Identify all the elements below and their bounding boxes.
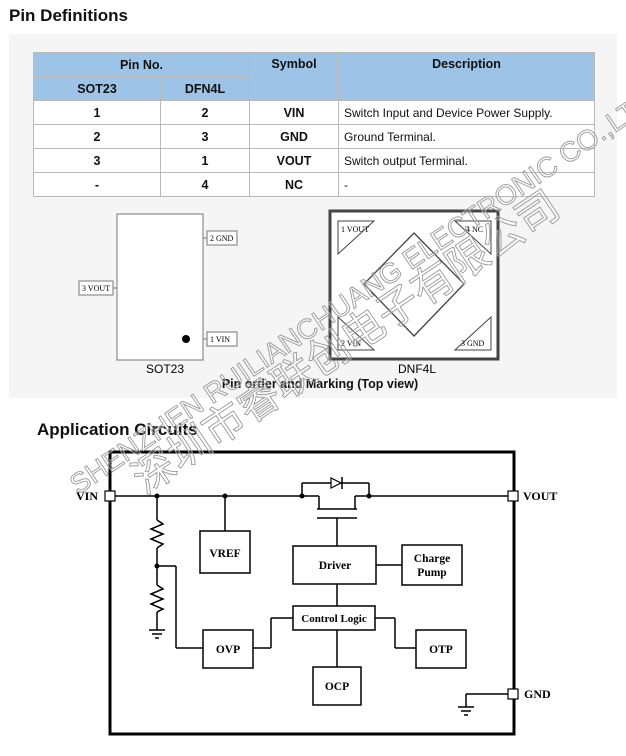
cell-symbol: GND	[249, 124, 339, 149]
vref-label: VREF	[209, 548, 240, 560]
block-diagram: VIN VOUT GND VREF Driver Charge Pump Con…	[76, 450, 557, 736]
dfn-corner-1	[337, 220, 376, 256]
dfn-pad	[363, 232, 465, 337]
dfn-corner-4	[453, 220, 492, 256]
vout-label: VOUT	[523, 489, 557, 503]
pin-definitions-title: Pin Definitions	[9, 6, 128, 25]
cell-description: -	[338, 172, 595, 197]
application-circuits-title: Application Circuits	[37, 420, 198, 439]
table-row: - 4 NC -	[33, 172, 595, 197]
cell-dfn4l: 4	[160, 172, 250, 197]
cell-sot23: -	[33, 172, 161, 197]
charge-pump-block	[401, 544, 463, 586]
driver-block	[292, 545, 377, 585]
control-logic-block	[292, 605, 376, 631]
cell-dfn4l: 2	[160, 100, 250, 125]
driver-label: Driver	[319, 560, 352, 572]
ocp-block	[312, 666, 362, 706]
vref-block	[199, 530, 251, 574]
dfn-pin1-label: 1 VOUT	[341, 225, 369, 234]
package-drawings: 2 GND 1 VIN 3 VOUT SOT23 1 VOUT 4 NC 2 V…	[78, 209, 500, 376]
vin-label: VIN	[76, 489, 98, 503]
sot23-pin2	[206, 230, 238, 246]
cell-symbol: VOUT	[249, 148, 339, 173]
ocp-label: OCP	[325, 681, 349, 693]
ovp-block	[202, 629, 254, 669]
sot23-pin1	[206, 331, 238, 347]
table-row: 3 1 VOUT Switch output Terminal.	[33, 148, 595, 173]
dfn-corner-3	[453, 315, 492, 351]
sot23-name: SOT23	[146, 362, 184, 376]
charge-pump-label-1: Charge	[414, 553, 450, 565]
cell-description: Switch Input and Device Power Supply.	[338, 100, 595, 125]
cell-description: Ground Terminal.	[338, 124, 595, 149]
sot23-pin2-label: 2 GND	[210, 234, 234, 243]
cell-sot23: 3	[33, 148, 161, 173]
cell-symbol: VIN	[249, 100, 339, 125]
control-logic-label: Control Logic	[301, 613, 367, 625]
otp-label: OTP	[429, 644, 453, 656]
cell-sot23: 2	[33, 124, 161, 149]
table-row: 1 2 VIN Switch Input and Device Power Su…	[33, 100, 595, 125]
header-sot23: SOT23	[33, 76, 161, 101]
cell-dfn4l: 1	[160, 148, 250, 173]
otp-block	[415, 629, 467, 669]
dfn-corner-2	[337, 315, 376, 351]
cell-dfn4l: 3	[160, 124, 250, 149]
gnd-pin	[507, 688, 519, 700]
package-caption: Pin order and Marking (Top view)	[221, 377, 419, 391]
dfn-name: DNF4L	[398, 362, 436, 376]
table-row: 2 3 GND Ground Terminal.	[33, 124, 595, 149]
vin-pin	[104, 490, 116, 502]
dfn-pin2-label: 2 VIN	[341, 339, 361, 348]
sot23-pin1-label: 1 VIN	[210, 335, 230, 344]
cell-symbol: NC	[249, 172, 339, 197]
header-dfn4l: DFN4L	[160, 76, 250, 101]
cell-description: Switch output Terminal.	[338, 148, 595, 173]
sot23-pin3	[78, 280, 114, 296]
gnd-label: GND	[524, 687, 551, 701]
pin1-dot-icon	[182, 335, 190, 343]
dfn-body	[328, 209, 500, 361]
cell-sot23: 1	[33, 100, 161, 125]
header-pin-no: Pin No.	[33, 52, 250, 77]
pin-table: Pin No. Symbol Description SOT23 DFN4L 1…	[33, 52, 595, 197]
vout-pin	[507, 490, 519, 502]
diode-icon	[330, 477, 343, 489]
sot23-pin3-label: 3 VOUT	[82, 284, 110, 293]
header-description: Description	[338, 52, 595, 101]
charge-pump-label-2: Pump	[417, 567, 446, 579]
ovp-label: OVP	[216, 644, 240, 656]
dfn-pin3-label: 3 GND	[461, 339, 485, 348]
chip-outline	[108, 450, 516, 736]
dfn-pin4-label: 4 NC	[466, 225, 483, 234]
sot23-body	[116, 213, 204, 361]
